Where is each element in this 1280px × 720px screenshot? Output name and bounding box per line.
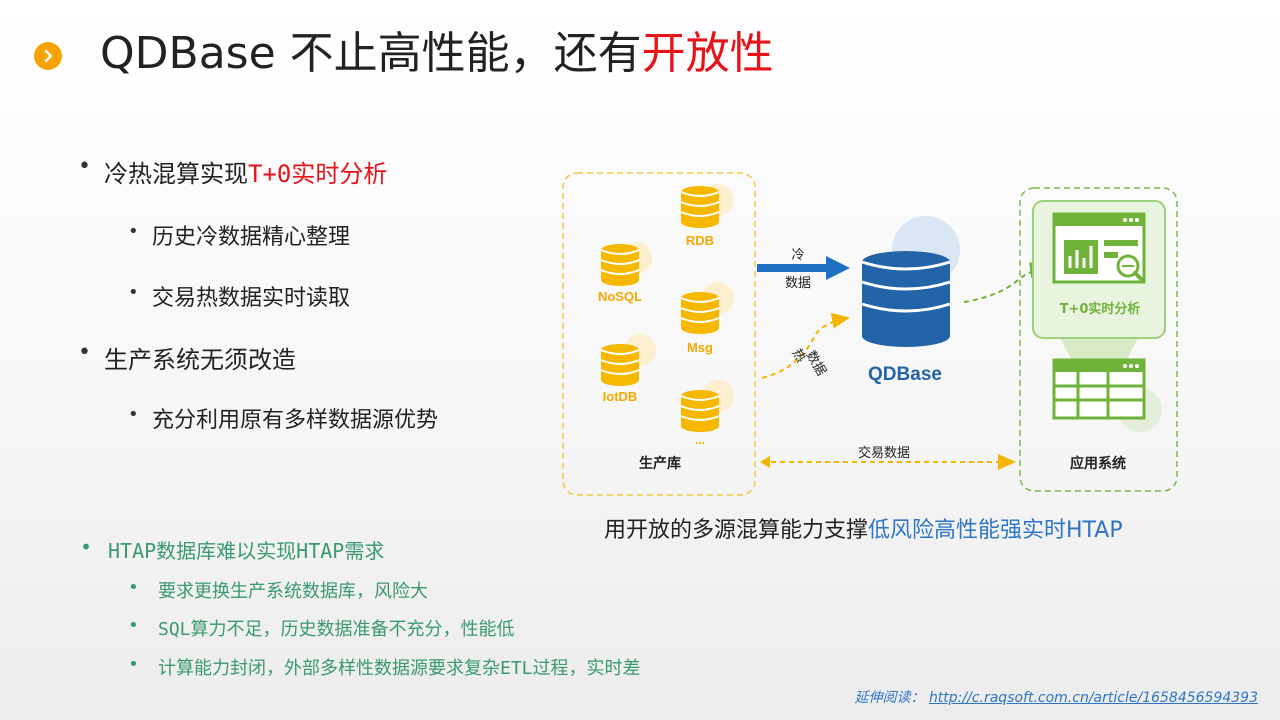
diagram-caption: 用开放的多源混算能力支撑低风险高性能强实时HTAP [604,512,1123,544]
bullet-text: 充分利用原有多样数据源优势 [152,408,439,433]
bullet-cold-hot: 冷热混算实现T+0实时分析 [78,154,388,189]
msg-database-icon [680,282,734,334]
hot-data-arrow [761,312,850,379]
production-box [562,172,756,496]
source-label-nosql: NoSQL [598,289,642,304]
bullet-text: 生产系统无须改造 [104,346,296,374]
bullet-text: 交易热数据实时读取 [152,286,351,311]
bullet-text: 冷热混算实现 [104,160,248,188]
iotdb-database-icon [600,334,656,386]
trade-data-label: 交易数据 [858,445,910,461]
problem-item: SQL算力不足，历史数据准备不充分，性能低 [128,615,514,641]
more-database-icon [680,380,734,432]
problems-heading: HTAP数据库难以实现HTAP需求 [80,535,384,564]
source-label-more: ... [695,433,705,447]
footer-link[interactable]: http://c.raqsoft.com.cn/article/16584565… [928,690,1258,706]
problem-item: 计算能力封闭，外部多样性数据源要求复杂ETL过程，实时差 [128,654,640,680]
source-label-rdb: RDB [686,233,714,248]
cold-arrow-label-1: 冷 [791,248,804,263]
page-title-highlight: 开放性 [641,28,774,79]
nosql-database-icon [600,242,652,286]
bullet-history-cold: 历史冷数据精心整理 [128,219,351,251]
analysis-label: T+0实时分析 [1060,301,1141,317]
page-title-text: QDBase 不止高性能，还有 [100,28,642,79]
title-chevron-icon [34,42,62,70]
production-label: 生产库 [639,455,681,472]
rdb-database-icon [680,184,734,228]
hot-arrow-label-1: 热 [789,347,808,366]
source-label-iotdb: IotDB [603,389,638,404]
trade-arrow-head-left [760,456,770,468]
caption-text: 用开放的多源混算能力支撑 [604,518,869,543]
cold-data-arrow [757,256,850,280]
application-box [1019,187,1178,492]
analysis-panel [1032,200,1166,372]
bullet-text: 历史冷数据精心整理 [152,225,351,250]
application-label: 应用系统 [1070,455,1126,472]
problem-item: 要求更换生产系统数据库，风险大 [128,577,428,603]
application-table-icon [1052,358,1162,432]
bullet-trade-hot: 交易热数据实时读取 [128,280,351,312]
bullet-highlight: T+0实时分析 [248,160,388,188]
further-reading: 延伸阅读： http://c.raqsoft.com.cn/article/16… [854,687,1258,707]
cold-arrow-label-2: 数据 [785,276,811,291]
caption-highlight: 低风险高性能强实时HTAP [868,518,1123,543]
source-label-msg: Msg [687,340,713,355]
bullet-multi-source: 充分利用原有多样数据源优势 [128,402,439,434]
footer-label: 延伸阅读： [854,690,925,706]
analysis-flow-arrow [963,262,1048,303]
qdbase-label: QDBase [868,364,942,385]
bullet-no-change: 生产系统无须改造 [78,340,296,375]
page-title: QDBase 不止高性能，还有开放性 [100,22,774,86]
qdbase-database-icon [861,216,960,347]
hot-arrow-label-2: 数据 [803,349,829,379]
